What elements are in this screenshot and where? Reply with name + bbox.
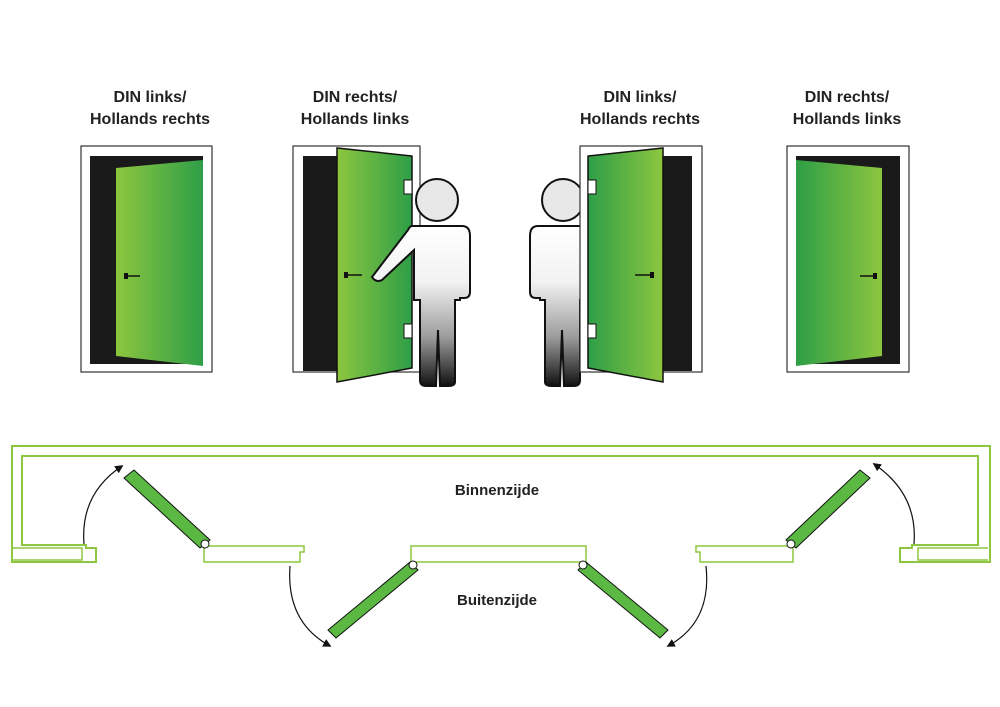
door-leaf <box>796 160 882 366</box>
label-line: DIN links/ <box>603 89 677 106</box>
door-leaf <box>116 160 203 366</box>
swing-arrow <box>83 463 915 647</box>
hinge-icon <box>587 179 597 195</box>
label-line: Hollands rechts <box>579 111 701 128</box>
plan-door-1 <box>123 469 211 549</box>
inside-label: Binnenzijde <box>454 482 540 499</box>
hinge-icon <box>403 179 413 195</box>
label-line: DIN links/ <box>113 89 187 106</box>
label-line: DIN rechts/ <box>804 89 890 106</box>
door-din-rechts-4 <box>786 145 910 373</box>
floor-plan-wall <box>11 445 991 563</box>
plan-door-4 <box>785 469 871 549</box>
door-label-2: DIN rechts/ Hollands links <box>255 87 455 131</box>
door-leaf <box>587 147 664 383</box>
person-icon <box>370 178 471 387</box>
hinge-icon <box>587 323 597 339</box>
outside-label: Buitenzijde <box>456 592 537 609</box>
hinge-icon <box>403 323 413 339</box>
plan-door-2 <box>327 560 419 639</box>
wall-segment <box>203 545 794 563</box>
door-din-links-3 <box>579 145 703 383</box>
label-line: Hollands links <box>300 111 410 128</box>
plan-door-3 <box>577 560 669 639</box>
label-line: Hollands links <box>792 111 902 128</box>
door-label-1: DIN links/ Hollands rechts <box>50 87 250 131</box>
label-line: DIN rechts/ <box>312 89 398 106</box>
door-label-4: DIN rechts/ Hollands links <box>747 87 947 131</box>
door-din-links-1 <box>80 145 213 373</box>
door-label-3: DIN links/ Hollands rechts <box>540 87 740 131</box>
door-din-rechts-2 <box>292 145 421 383</box>
label-line: Hollands rechts <box>89 111 211 128</box>
door-leaf <box>336 147 413 383</box>
